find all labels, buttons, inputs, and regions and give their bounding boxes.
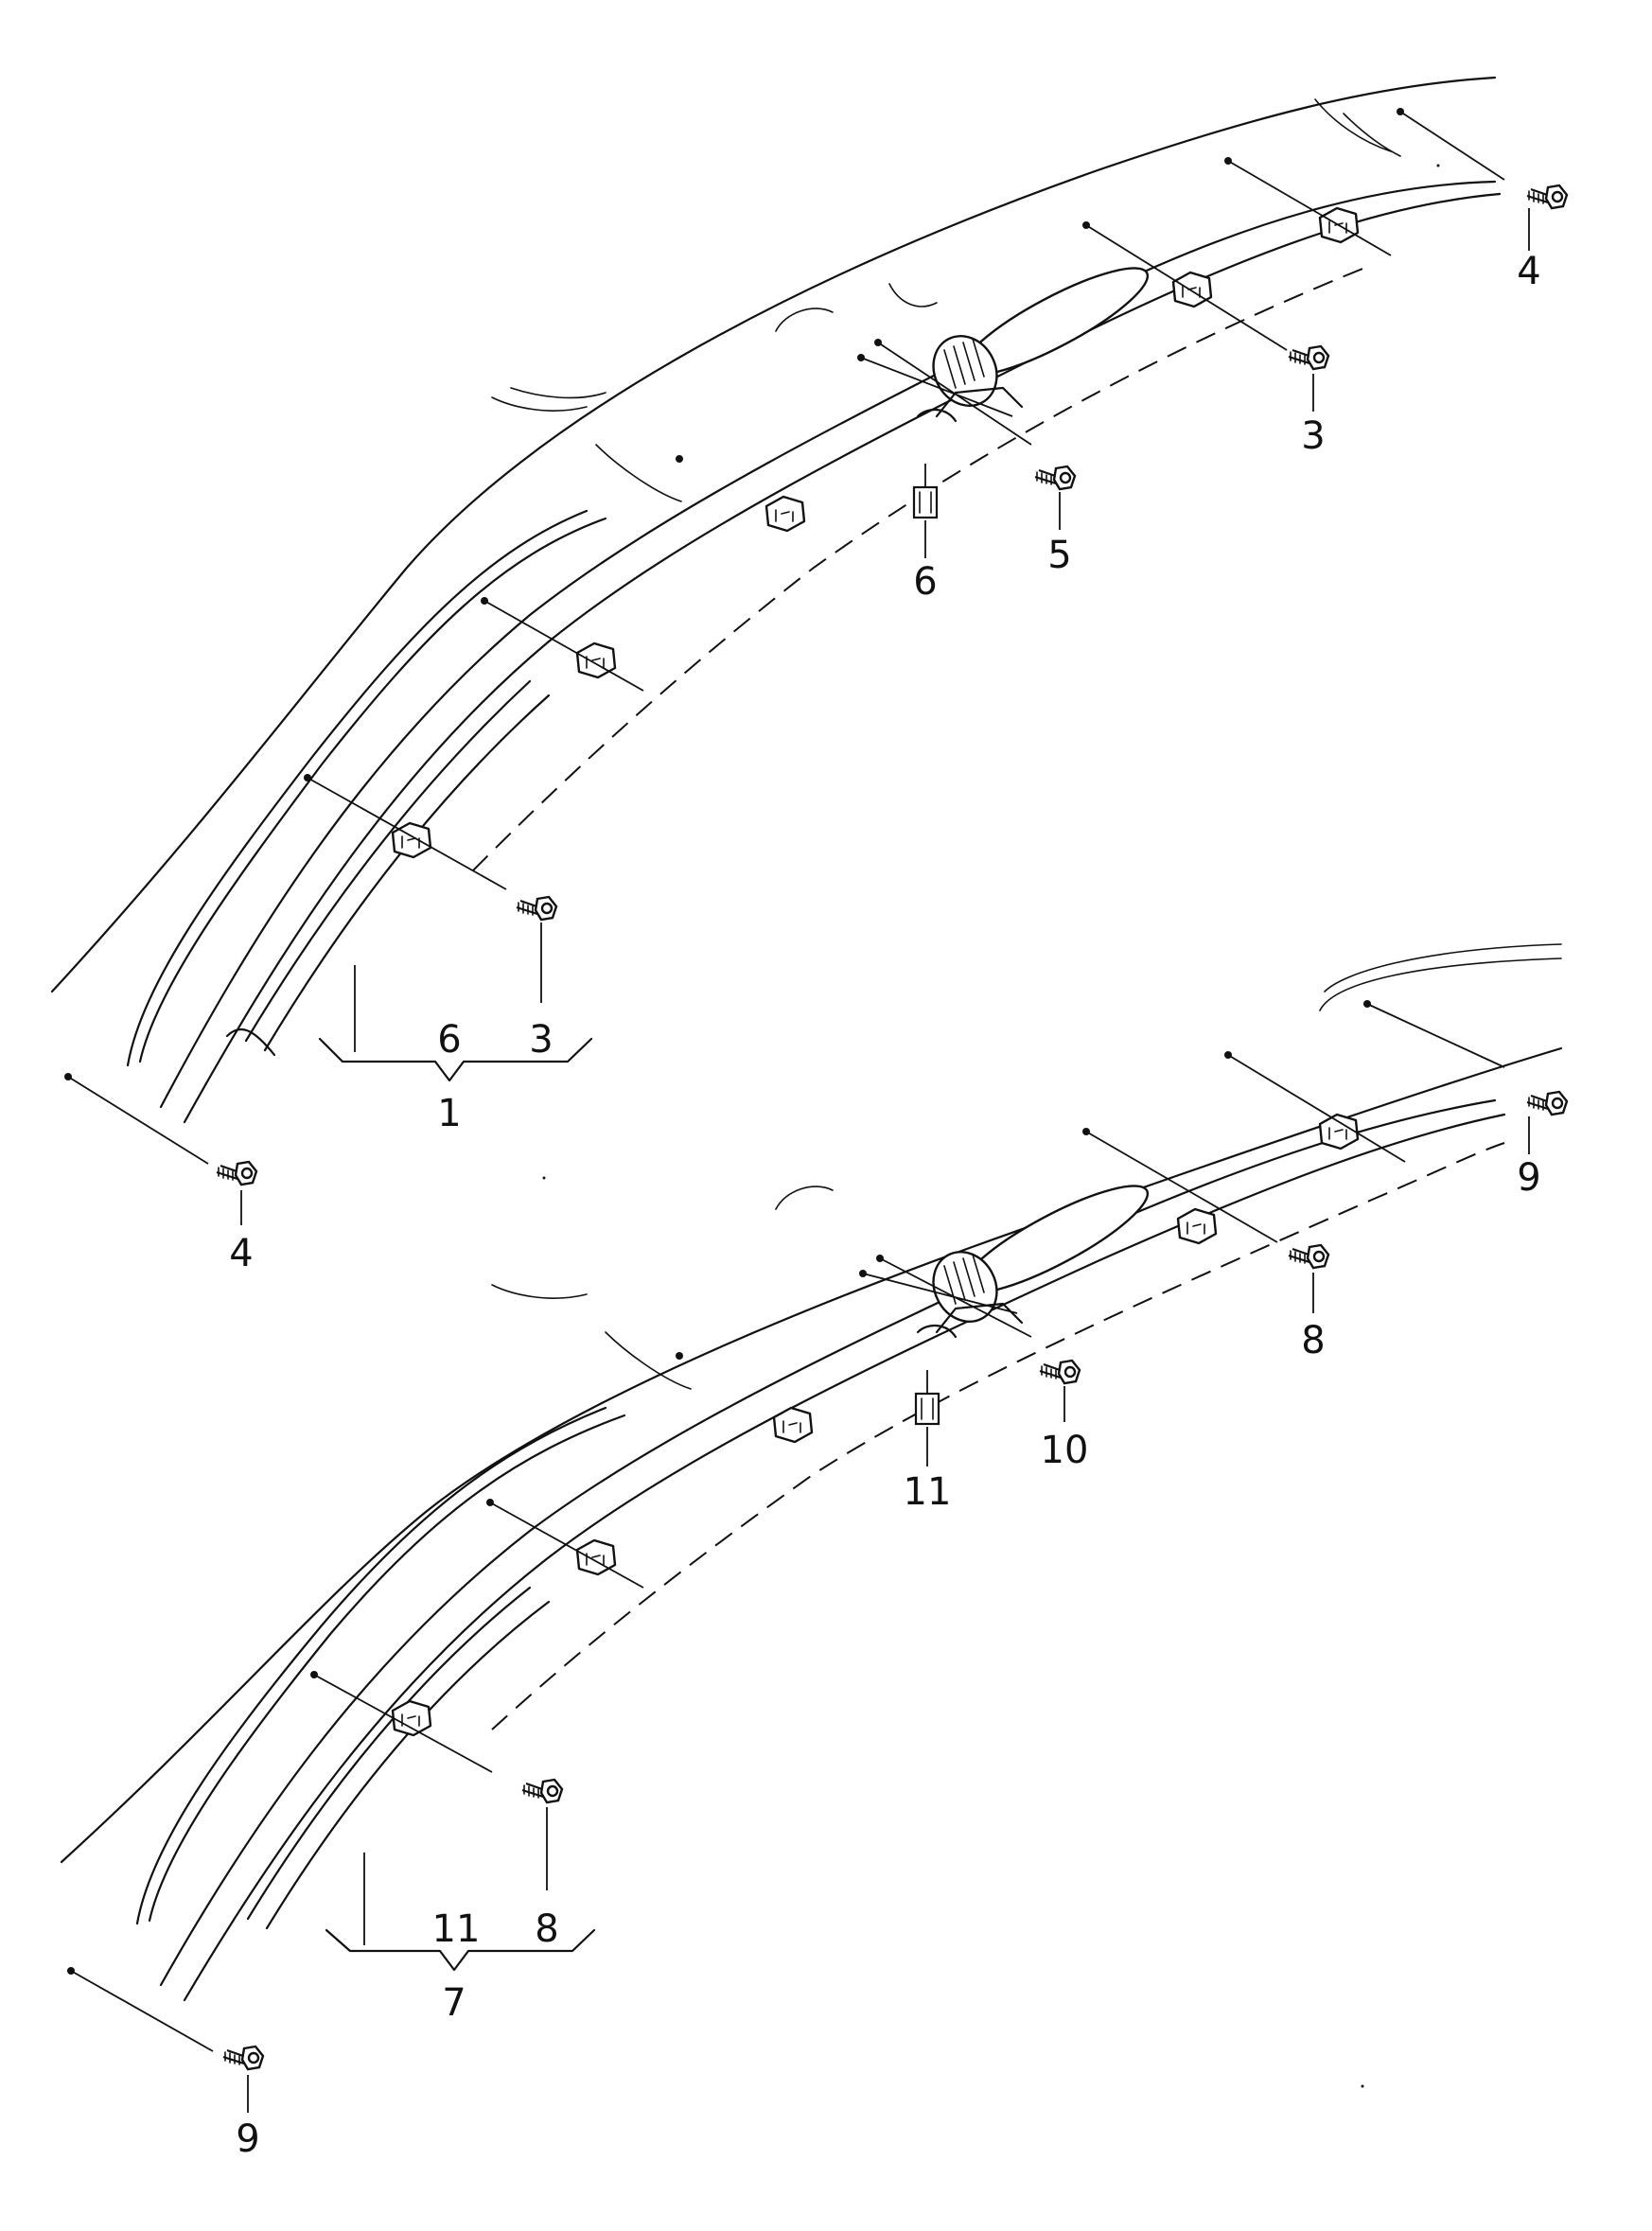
scan-speck (1361, 2084, 1364, 2088)
upper-callout-connector: 6 (913, 560, 937, 604)
upper-callout-bolt-bottom-left: 4 (229, 1232, 253, 1275)
lower-leader-lines (67, 1000, 1505, 2052)
lower-roof-outline (60, 1046, 1563, 1864)
lower-callout-bolt-upper-mid: 8 (1301, 1319, 1325, 1362)
scan-speck (542, 1176, 546, 1180)
lower-bolt-9-top (1525, 1090, 1569, 1116)
lower-roof-inner-edge (135, 1406, 607, 1925)
upper-inflator (916, 267, 1150, 423)
upper-connector (912, 464, 939, 519)
scan-speck (1436, 164, 1440, 167)
lower-clip-5 (1318, 1113, 1360, 1151)
lower-clip-1 (391, 1699, 432, 1737)
lower-callout-bolt-inflator: 10 (1041, 1429, 1089, 1472)
upper-bolt-5 (1033, 465, 1077, 491)
upper-callout-bolt-top-right: 4 (1517, 250, 1540, 293)
lower-bolt-9-bottom (221, 2045, 265, 2071)
upper-bolt-3-top (1287, 344, 1330, 371)
lower-callout-bracket-left: 11 (432, 1907, 481, 1951)
upper-callout-bracket-left: 6 (437, 1018, 461, 1062)
upper-assembly-bracket (318, 1037, 593, 1082)
lower-bolt-8-bottom (520, 1778, 564, 1804)
upper-roof-inner-edge (126, 509, 589, 1067)
lower-bolt-10 (1038, 1359, 1081, 1385)
upper-airbag-assembly: 4 3 5 6 6 3 1 4 (50, 76, 1569, 1275)
upper-clip-3 (764, 495, 806, 533)
upper-airbag-tube-bottom (183, 192, 1502, 1124)
lower-callout-bolt-bottom-left: 9 (236, 2117, 259, 2161)
upper-callout-assembly: 1 (437, 1092, 461, 1135)
upper-roof-outline (50, 76, 1497, 993)
upper-leader-lines (64, 108, 1505, 1165)
upper-airbag-tube-top (159, 180, 1497, 1109)
lower-airbag-tube-top (159, 1098, 1497, 1987)
lower-callout-bracket-right: 8 (535, 1907, 558, 1951)
lower-clip-3 (772, 1406, 814, 1444)
upper-callout-bolt-inflator: 5 (1047, 534, 1071, 577)
lower-assembly-bracket (325, 1928, 596, 1972)
lower-connector (914, 1370, 940, 1426)
upper-bolt-4-top (1525, 184, 1569, 210)
lower-callout-assembly: 7 (442, 1981, 466, 2025)
lower-airbag-assembly: 9 8 10 11 11 8 7 9 (60, 943, 1569, 2161)
upper-bolt-3-bottom (515, 895, 558, 922)
lower-callout-connector: 11 (904, 1470, 952, 1514)
lower-bolt-8-top (1287, 1243, 1330, 1270)
upper-callout-bracket-right: 3 (529, 1018, 553, 1062)
lower-callout-bolt-top-right: 9 (1517, 1156, 1540, 1200)
lower-clip-4 (1176, 1207, 1218, 1245)
upper-callout-bolt-upper-mid: 3 (1301, 414, 1325, 458)
lower-airbag-tube-bottom (183, 1113, 1506, 2002)
upper-clip-4 (1171, 271, 1213, 308)
upper-bolt-4-bottom (215, 1160, 258, 1186)
